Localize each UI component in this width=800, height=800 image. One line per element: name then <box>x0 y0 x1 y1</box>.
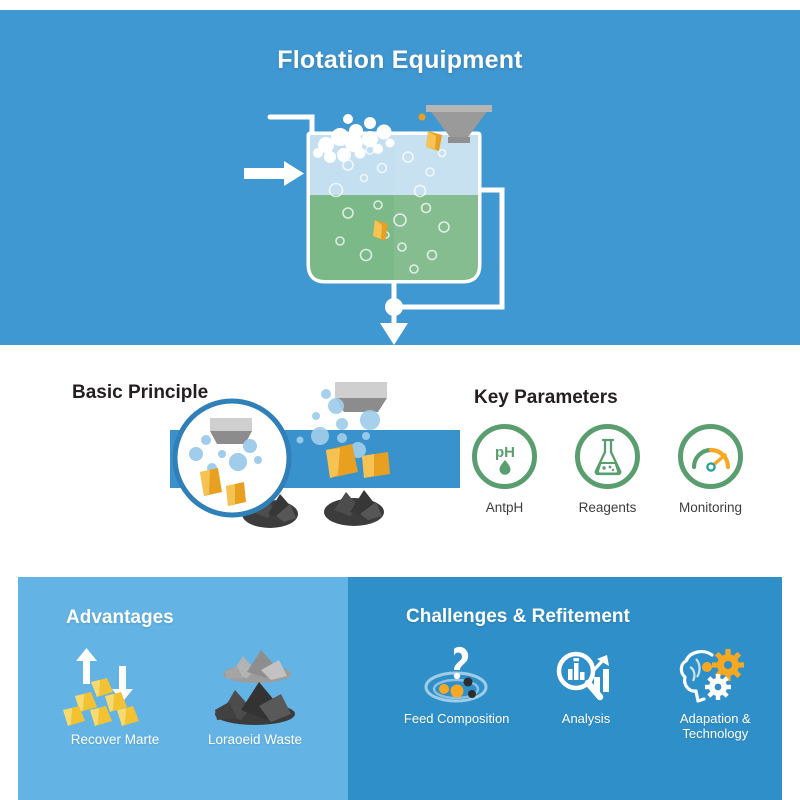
brain-node <box>702 662 713 672</box>
challenges-list: Feed Composition <box>396 645 776 765</box>
particle-dark <box>467 690 476 698</box>
magnifier-chart-icon <box>549 645 623 707</box>
advantage-item[interactable]: Loraoeid Waste <box>190 648 320 758</box>
gauge-icon <box>691 447 730 472</box>
gold-particles <box>326 444 390 478</box>
brain-gears-icon <box>676 645 754 707</box>
dark-rock-pile <box>215 682 295 725</box>
basic-principle-diagram <box>130 368 460 568</box>
challenge-label: Adapation & Technology <box>679 711 751 741</box>
advantages-panel <box>18 577 348 800</box>
advantage-item[interactable]: Recover Marte <box>50 648 180 758</box>
key-parameters-list: pH AntpH Reagents <box>466 424 766 534</box>
advantage-label: Recover Marte <box>70 732 160 747</box>
key-parameter-label: AntpH <box>485 500 524 515</box>
key-parameter-item[interactable]: pH AntpH <box>466 424 543 515</box>
gold-nugget-pile <box>63 678 139 726</box>
down-arrow-icon <box>112 666 133 702</box>
light-rock-pile <box>223 650 291 683</box>
challenge-label: Analysis <box>561 711 611 726</box>
feed-hopper <box>426 105 492 143</box>
key-parameter-item[interactable]: Reagents <box>569 424 646 515</box>
header-band: Flotation Equipment <box>0 10 800 345</box>
gold-mineral-particle <box>373 113 442 241</box>
discharge-valve <box>385 298 403 316</box>
gear-small <box>705 674 732 700</box>
air-inlet-arrow <box>244 161 304 186</box>
flask-icon <box>594 438 621 475</box>
ph-droplet-icon: pH <box>495 444 515 475</box>
bar-chart-in-lens <box>567 658 585 680</box>
challenge-item[interactable]: Adapation & Technology <box>655 645 776 765</box>
challenge-label: Feed Composition <box>403 711 510 726</box>
bubble-group <box>328 145 450 274</box>
svg-text:pH: pH <box>495 444 515 461</box>
challenge-item[interactable]: Analysis <box>525 645 646 765</box>
air-bubbles <box>296 389 380 458</box>
particle-orange <box>438 684 449 694</box>
growth-bars <box>593 669 609 692</box>
key-parameter-label: Monitoring <box>678 500 743 515</box>
key-parameter-item[interactable]: Monitoring <box>672 424 749 515</box>
page-title: Flotation Equipment <box>277 46 523 74</box>
up-arrow-icon <box>76 648 97 684</box>
feed-composition-question-icon <box>420 645 494 707</box>
advantage-label: Loraoeid Waste <box>207 732 303 747</box>
magnifier-lens <box>172 398 292 518</box>
waste-rock-piles-icon <box>197 648 313 726</box>
key-parameter-label: Reagents <box>578 500 637 515</box>
advantages-title: Advantages <box>66 607 174 628</box>
monitoring-circle <box>678 424 743 489</box>
reagents-circle <box>575 424 640 489</box>
particle-dark <box>463 677 473 687</box>
advantages-list: Recover Marte <box>50 648 330 758</box>
key-parameters-title: Key Parameters <box>474 387 618 408</box>
particle-orange <box>450 684 464 698</box>
gold-nuggets-up-down-arrows-icon <box>57 648 173 726</box>
waste-rock-piles <box>242 490 384 528</box>
flotation-cell-diagram <box>230 95 530 345</box>
impeller-nozzle <box>335 382 387 412</box>
challenge-item[interactable]: Feed Composition <box>396 645 517 765</box>
brain-outline <box>680 650 714 703</box>
basic-principle-title: Basic Principle <box>72 382 209 403</box>
challenges-title: Challenges & Refitement <box>406 606 630 627</box>
froth-bubbles <box>313 114 395 163</box>
ph-circle: pH <box>472 424 537 489</box>
